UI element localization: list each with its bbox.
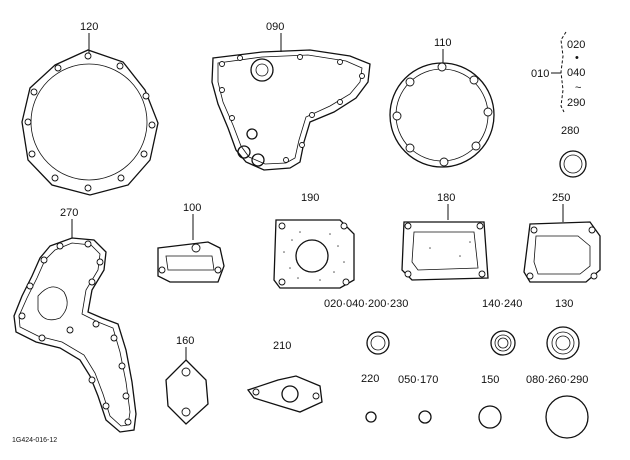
label-140-240: 140·240 [482,298,522,310]
label-sep-dot: • [575,52,579,64]
part-020-040-200-230-seal: 020·040·200·230 [324,298,408,355]
part-160-gasket: 160 [165,335,209,425]
part-130-seal: 130 [546,298,580,360]
label-040: 040 [567,67,585,79]
label-020: 020 [567,39,585,51]
part-050-170-o-ring: 050·170 [398,374,438,424]
part-110-gasket: 110 [389,37,495,168]
label-sep-tilde: ~ [575,82,581,94]
label-160: 160 [176,335,194,347]
label-090: 090 [266,21,284,33]
part-190-gasket: 190 [273,192,355,289]
part-080-260-290-o-ring: 080·260·290 [526,374,589,439]
label-110: 110 [434,37,452,49]
label-190: 190 [301,192,319,204]
part-150-o-ring: 150 [478,374,502,429]
part-280-seal: 280 [559,125,587,178]
label-100: 100 [183,202,201,214]
part-120-gasket: 120 [21,21,159,196]
label-050-170: 050·170 [398,374,438,386]
label-120: 120 [80,21,98,33]
part-270-gasket: 270 [13,207,137,433]
label-280: 280 [561,125,579,137]
label-080-260-290: 080·260·290 [526,374,588,386]
part-090-gasket: 090 [211,21,371,171]
part-220-o-ring: 220 [361,373,379,423]
label-250: 250 [552,192,570,204]
part-210-gasket: 210 [246,340,323,413]
drawing-code: 1G424-016-12 [12,437,57,444]
part-140-240-seal: 140·240 [482,298,522,356]
part-250-gasket: 250 [523,192,601,283]
label-180: 180 [437,192,455,204]
part-180-gasket: 180 [401,192,489,281]
label-290-kit: 290 [567,97,585,109]
label-210: 210 [273,340,291,352]
label-270: 270 [60,207,78,219]
label-220: 220 [361,373,379,385]
label-010: 010 [531,68,549,80]
part-010-kit-bracket: 010 020 • 040 ~ 290 [531,31,585,113]
part-100-gasket: 100 [157,202,225,283]
label-020-040-200-230: 020·040·200·230 [324,298,408,310]
label-130: 130 [555,298,573,310]
label-150: 150 [481,374,499,386]
